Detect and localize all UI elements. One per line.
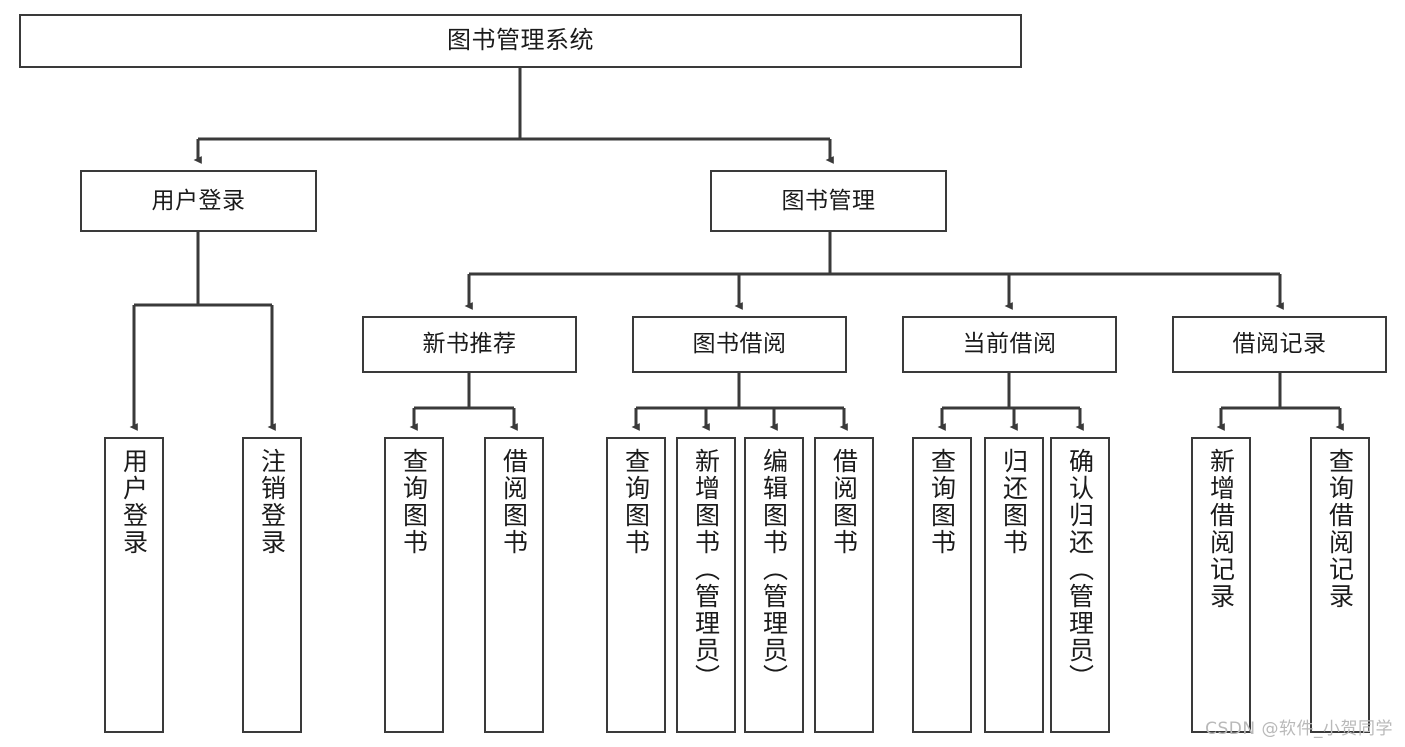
node-book-borrow[interactable]: 图书借阅 bbox=[632, 316, 847, 373]
node-label: 查询图书 bbox=[621, 448, 651, 556]
node-label: 图书借阅 bbox=[692, 331, 787, 358]
node-leaf-query-book-3[interactable]: 查询图书 bbox=[912, 437, 972, 733]
node-leaf-borrow-book-1[interactable]: 借阅图书 bbox=[484, 437, 544, 733]
node-leaf-query-book-1[interactable]: 查询图书 bbox=[384, 437, 444, 733]
node-current-borrow[interactable]: 当前借阅 bbox=[902, 316, 1117, 373]
node-label: 确认归还（管理员） bbox=[1065, 448, 1095, 691]
node-label: 图书管理 bbox=[781, 187, 876, 214]
node-leaf-user-login[interactable]: 用户登录 bbox=[104, 437, 164, 733]
node-new-book-recommend[interactable]: 新书推荐 bbox=[362, 316, 577, 373]
node-book-manage[interactable]: 图书管理 bbox=[710, 170, 947, 232]
node-leaf-query-book-2[interactable]: 查询图书 bbox=[606, 437, 666, 733]
node-label: 查询图书 bbox=[927, 448, 957, 556]
node-label: 查询图书 bbox=[399, 448, 429, 556]
node-label: 借阅记录 bbox=[1232, 331, 1327, 358]
node-leaf-borrow-book-2[interactable]: 借阅图书 bbox=[814, 437, 874, 733]
node-label: 用户登录 bbox=[151, 187, 246, 214]
node-leaf-confirm-return-admin[interactable]: 确认归还（管理员） bbox=[1050, 437, 1110, 733]
node-label: 借阅图书 bbox=[829, 448, 859, 556]
node-leaf-edit-book-admin[interactable]: 编辑图书（管理员） bbox=[744, 437, 804, 733]
node-label: 归还图书 bbox=[999, 448, 1029, 556]
node-label: 新增借阅记录 bbox=[1206, 448, 1236, 610]
node-label: 注销登录 bbox=[257, 448, 287, 556]
node-borrow-record[interactable]: 借阅记录 bbox=[1172, 316, 1387, 373]
node-root-system[interactable]: 图书管理系统 bbox=[19, 14, 1022, 68]
node-label: 当前借阅 bbox=[962, 331, 1057, 358]
node-leaf-add-book-admin[interactable]: 新增图书（管理员） bbox=[676, 437, 736, 733]
node-label: 借阅图书 bbox=[499, 448, 529, 556]
node-user-login[interactable]: 用户登录 bbox=[80, 170, 317, 232]
node-label: 用户登录 bbox=[119, 448, 149, 556]
node-leaf-query-borrow-record[interactable]: 查询借阅记录 bbox=[1310, 437, 1370, 733]
csdn-watermark: CSDN @软件_小贺同学 bbox=[1205, 719, 1393, 739]
node-leaf-return-book[interactable]: 归还图书 bbox=[984, 437, 1044, 733]
node-label: 查询借阅记录 bbox=[1325, 448, 1355, 610]
node-label: 图书管理系统 bbox=[447, 26, 594, 55]
node-label: 新增图书（管理员） bbox=[691, 448, 721, 691]
node-label: 新书推荐 bbox=[422, 331, 517, 358]
node-leaf-add-borrow-record[interactable]: 新增借阅记录 bbox=[1191, 437, 1251, 733]
node-label: 编辑图书（管理员） bbox=[759, 448, 789, 691]
node-leaf-logout-login[interactable]: 注销登录 bbox=[242, 437, 302, 733]
